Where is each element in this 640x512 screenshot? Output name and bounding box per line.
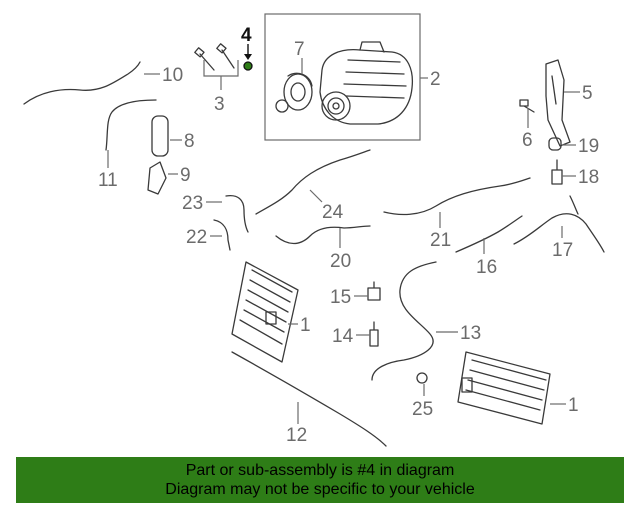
callout-8: 8 xyxy=(184,131,195,152)
switch-15-illustration xyxy=(367,281,381,301)
compressor-group-box xyxy=(264,13,421,141)
callout-22: 22 xyxy=(186,227,207,248)
callout-23: 23 xyxy=(182,193,203,214)
callout-1-left: 1 xyxy=(300,315,311,336)
callout-11: 11 xyxy=(98,170,118,191)
line-12-illustration xyxy=(231,351,387,447)
banner-line-part-number: Part or sub-assembly is #4 in diagram xyxy=(185,462,455,479)
hose-10-illustration xyxy=(23,61,141,105)
callout-18: 18 xyxy=(578,167,599,188)
line-16-illustration xyxy=(455,215,523,253)
callout-4: 4 xyxy=(241,25,252,46)
oring-seal-part-4 xyxy=(243,61,253,71)
callout-numbers: 2 7 3 4 5 6 10 8 11 9 23 22 24 20 21 16 … xyxy=(98,25,599,446)
callout-20: 20 xyxy=(330,251,351,272)
callout-1-right: 1 xyxy=(568,395,579,416)
cap-25-illustration xyxy=(416,372,428,384)
hose-22-illustration xyxy=(213,219,231,251)
clutch-pulley-illustration xyxy=(275,72,313,113)
info-banner-background xyxy=(16,457,624,503)
line-24-illustration xyxy=(255,149,371,215)
line-11-illustration xyxy=(105,99,157,151)
callout-15: 15 xyxy=(330,287,351,308)
callout-17: 17 xyxy=(552,240,573,261)
callout-19: 19 xyxy=(578,136,599,157)
callout-10: 10 xyxy=(162,65,183,86)
receiver-drier-illustration xyxy=(151,115,169,157)
callout-5: 5 xyxy=(582,83,593,104)
banner-line-disclaimer: Diagram may not be specific to your vehi… xyxy=(165,481,475,498)
callout-12: 12 xyxy=(286,425,307,446)
compressor-illustration xyxy=(319,41,414,125)
callout-6: 6 xyxy=(522,130,533,151)
callout-2: 2 xyxy=(430,69,441,90)
line-20-illustration xyxy=(275,225,371,245)
callout-24: 24 xyxy=(322,202,344,223)
callout-25: 25 xyxy=(412,399,433,420)
bracket-illustration xyxy=(545,59,571,147)
switch-14-illustration xyxy=(369,321,379,347)
callout-3: 3 xyxy=(214,94,225,115)
condenser-left-illustration xyxy=(231,261,299,363)
callout-9: 9 xyxy=(180,165,191,186)
bolt-6-illustration xyxy=(519,99,535,113)
callout-16: 16 xyxy=(476,257,497,278)
cap-19-illustration xyxy=(548,137,562,151)
line-17-illustration xyxy=(513,195,605,253)
line-13-illustration xyxy=(371,261,437,381)
bracket-9-illustration xyxy=(147,161,167,195)
callout-7: 7 xyxy=(294,39,305,60)
leader-lines xyxy=(107,44,580,424)
callout-14: 14 xyxy=(332,326,354,347)
valve-18-illustration xyxy=(551,159,563,185)
info-banner: Part or sub-assembly is #4 in diagram Di… xyxy=(16,457,624,503)
callout-21: 21 xyxy=(430,230,451,251)
line-21-illustration xyxy=(383,177,531,216)
hose-23-illustration xyxy=(225,194,249,233)
callout-13: 13 xyxy=(460,323,481,344)
mounting-bolts-illustration xyxy=(194,43,235,71)
condenser-right-illustration xyxy=(457,351,551,425)
